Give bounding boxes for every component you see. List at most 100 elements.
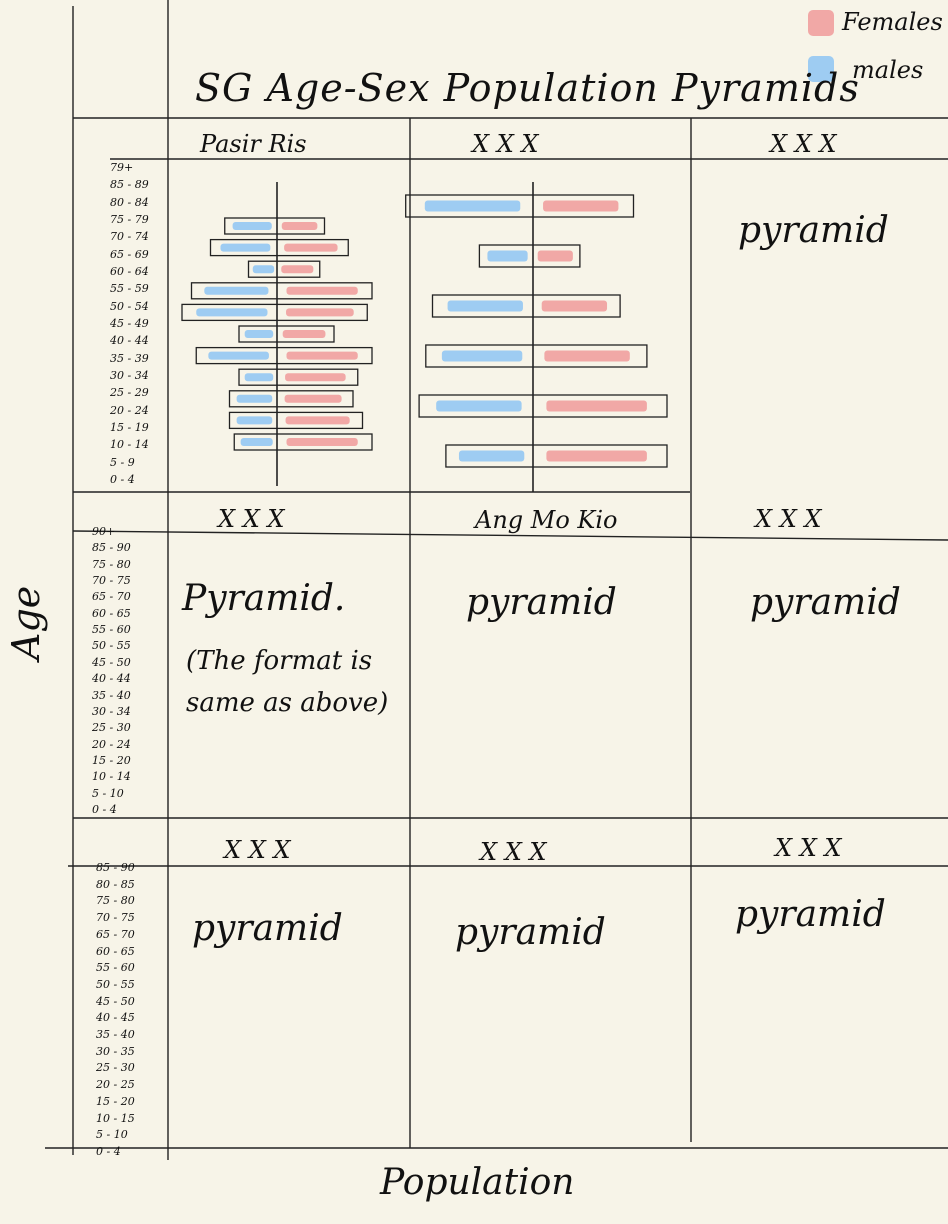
age-tick-label: 35 - 40 xyxy=(96,1028,135,1042)
pyramid-band-outline xyxy=(445,444,668,468)
male-bar xyxy=(236,394,273,403)
row1-col3-placeholder: pyramid xyxy=(738,210,889,251)
legend-swatch-males xyxy=(808,56,834,82)
age-tick-label: 30 - 35 xyxy=(96,1044,135,1058)
age-tick-label: 70 - 75 xyxy=(96,911,135,925)
pyramid-band-outline xyxy=(228,390,354,408)
age-tick-label: 65 - 70 xyxy=(92,590,131,604)
age-tick-label: 40 - 45 xyxy=(96,1011,135,1025)
age-tick-label: 30 - 34 xyxy=(92,704,131,718)
female-bar xyxy=(537,250,573,262)
age-tick-label: 85 - 90 xyxy=(92,541,131,555)
male-bar xyxy=(236,416,273,425)
legend-swatch-females xyxy=(808,10,834,36)
age-tick-label: 10 - 14 xyxy=(92,770,131,784)
male-bar xyxy=(447,300,523,312)
male-bar xyxy=(204,286,269,295)
age-tick-label: 55 - 60 xyxy=(96,961,135,975)
age-tick-label: 0 - 4 xyxy=(96,1145,121,1158)
age-tick-label: 40 - 44 xyxy=(92,672,131,686)
male-bar xyxy=(252,265,275,274)
female-bar xyxy=(286,351,358,360)
male-bar xyxy=(441,350,523,362)
pyramid-pasir-ris xyxy=(181,182,373,486)
age-tick-label: 90+ xyxy=(92,525,116,538)
age-tick-label: 50 - 55 xyxy=(96,977,135,991)
female-bar xyxy=(544,350,630,362)
female-bar xyxy=(546,450,647,462)
age-tick-label: 80 - 85 xyxy=(96,877,135,891)
pyramid-band-outline xyxy=(224,217,326,235)
pyramid-band-outline xyxy=(233,433,373,451)
male-bar xyxy=(487,250,528,262)
grid-lines xyxy=(45,0,948,1160)
page-title: SG Age-Sex Population Pyramids xyxy=(195,66,860,110)
row2-col2-header: Ang Mo Kio xyxy=(475,506,618,534)
age-tick-label: 30 - 34 xyxy=(110,369,149,382)
pyramid-band-outline xyxy=(418,394,668,418)
age-tick-label: 25 - 30 xyxy=(96,1061,135,1075)
row1-col2-header: X X X xyxy=(472,130,539,158)
age-tick-label: 15 - 20 xyxy=(92,753,131,767)
female-bar xyxy=(282,330,326,338)
age-tick-label: 50 - 54 xyxy=(110,299,149,313)
age-tick-label: 20 - 24 xyxy=(92,737,131,751)
pyramid-second xyxy=(405,182,668,492)
age-tick-label: 25 - 30 xyxy=(92,721,131,735)
age-tick-label: 65 - 69 xyxy=(110,247,149,261)
row2-header-bottom-line xyxy=(72,530,948,541)
row1-col1-header: Pasir Ris xyxy=(200,130,307,158)
male-bar xyxy=(208,351,269,360)
pyramid-band-outline xyxy=(431,294,621,318)
pyramid-band-outline xyxy=(228,411,364,430)
row3-col3-header: X X X xyxy=(775,834,842,862)
age-tick-label: 60 - 64 xyxy=(110,265,149,278)
row1-col3-header: X X X xyxy=(770,130,837,158)
age-tick-label: 50 - 55 xyxy=(92,639,131,653)
age-tick-label: 45 - 50 xyxy=(96,994,135,1008)
male-bar xyxy=(458,450,525,462)
age-tick-label: 10 - 15 xyxy=(96,1111,135,1125)
pyramid-band-outline xyxy=(238,325,335,343)
male-bar xyxy=(244,330,274,338)
row3-col2-placeholder: pyramid xyxy=(455,912,606,953)
row2-col1-header: X X X xyxy=(218,505,285,533)
pyramid-band-outline xyxy=(425,344,648,368)
male-bar xyxy=(220,243,271,252)
age-tick-label: 35 - 39 xyxy=(110,351,149,365)
y-axis-label: Age xyxy=(4,585,48,660)
female-bar xyxy=(546,400,647,412)
male-bar xyxy=(240,438,273,446)
age-tick-label: 55 - 60 xyxy=(92,623,131,637)
female-bar xyxy=(541,300,608,312)
age-tick-label: 55 - 59 xyxy=(110,282,149,296)
row2-col1-format-note: (The format is same as above) xyxy=(186,646,389,718)
pyramid-band-outline xyxy=(181,303,368,322)
age-tick-label: 0 - 4 xyxy=(110,473,135,486)
age-tick-label: 0 - 4 xyxy=(92,803,117,816)
age-tick-label: 85 - 89 xyxy=(110,178,149,192)
age-tick-label: 70 - 74 xyxy=(110,230,149,244)
row2-col3-header: X X X xyxy=(755,505,822,533)
age-tick-label: 15 - 20 xyxy=(96,1094,135,1108)
row2-col1-placeholder: Pyramid. xyxy=(182,578,346,619)
age-tick-label: 5 - 10 xyxy=(92,786,124,800)
age-tick-label: 15 - 19 xyxy=(110,421,149,434)
age-tick-label: 75 - 79 xyxy=(110,213,149,226)
female-bar xyxy=(286,438,358,446)
pyramid-band-outline xyxy=(478,244,581,268)
age-tick-label: 60 - 65 xyxy=(92,606,131,620)
male-bar xyxy=(436,400,522,412)
row2-col2-placeholder: pyramid xyxy=(466,582,617,623)
row3-col2-header: X X X xyxy=(480,838,547,866)
female-bar xyxy=(543,200,619,212)
male-bar xyxy=(244,373,274,382)
female-bar xyxy=(286,286,358,295)
male-bar xyxy=(232,222,272,230)
age-tick-label: 5 - 9 xyxy=(110,455,135,469)
age-tick-label: 80 - 84 xyxy=(110,195,149,209)
pyramid-band-outline xyxy=(209,238,349,257)
x-axis-label: Population xyxy=(380,1162,575,1203)
age-tick-label: 79+ xyxy=(110,161,134,174)
